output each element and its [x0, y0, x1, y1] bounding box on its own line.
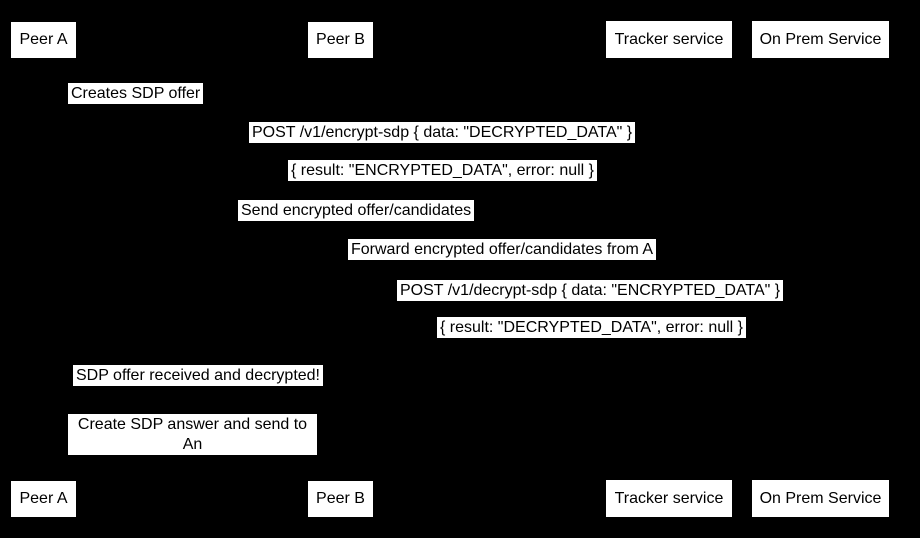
- actor-peer-a-bottom: Peer A: [11, 481, 76, 517]
- actor-peer-b-bottom: Peer B: [308, 481, 373, 517]
- message-send-encrypted-offer: Send encrypted offer/candidates: [238, 200, 475, 221]
- note-line-2: using the same mechanism: [95, 456, 290, 473]
- message-sdp-offer-received: SDP offer received and decrypted!: [73, 365, 323, 386]
- message-forward-encrypted-offer: Forward encrypted offer/candidates from …: [348, 239, 657, 260]
- note-create-sdp-answer: Create SDP answer and send to An using t…: [68, 414, 317, 473]
- message-result-decrypted-data: { result: "DECRYPTED_DATA", error: null …: [437, 317, 747, 338]
- note-line-1: Create SDP answer and send to An: [77, 416, 308, 453]
- message-post-decrypt-sdp: POST /v1/decrypt-sdp { data: "ENCRYPTED_…: [397, 280, 784, 301]
- actor-peer-b-top: Peer B: [308, 22, 373, 58]
- message-post-encrypt-sdp: POST /v1/encrypt-sdp { data: "DECRYPTED_…: [249, 122, 636, 143]
- actor-on-prem-service-top: On Prem Service: [752, 21, 889, 58]
- actor-tracker-service-top: Tracker service: [606, 21, 732, 58]
- actor-tracker-service-bottom: Tracker service: [606, 480, 732, 517]
- message-creates-sdp-offer: Creates SDP offer: [68, 83, 204, 104]
- actor-peer-a-top: Peer A: [11, 22, 76, 58]
- message-result-encrypted-data: { result: "ENCRYPTED_DATA", error: null …: [288, 160, 598, 181]
- actor-on-prem-service-bottom: On Prem Service: [752, 480, 889, 517]
